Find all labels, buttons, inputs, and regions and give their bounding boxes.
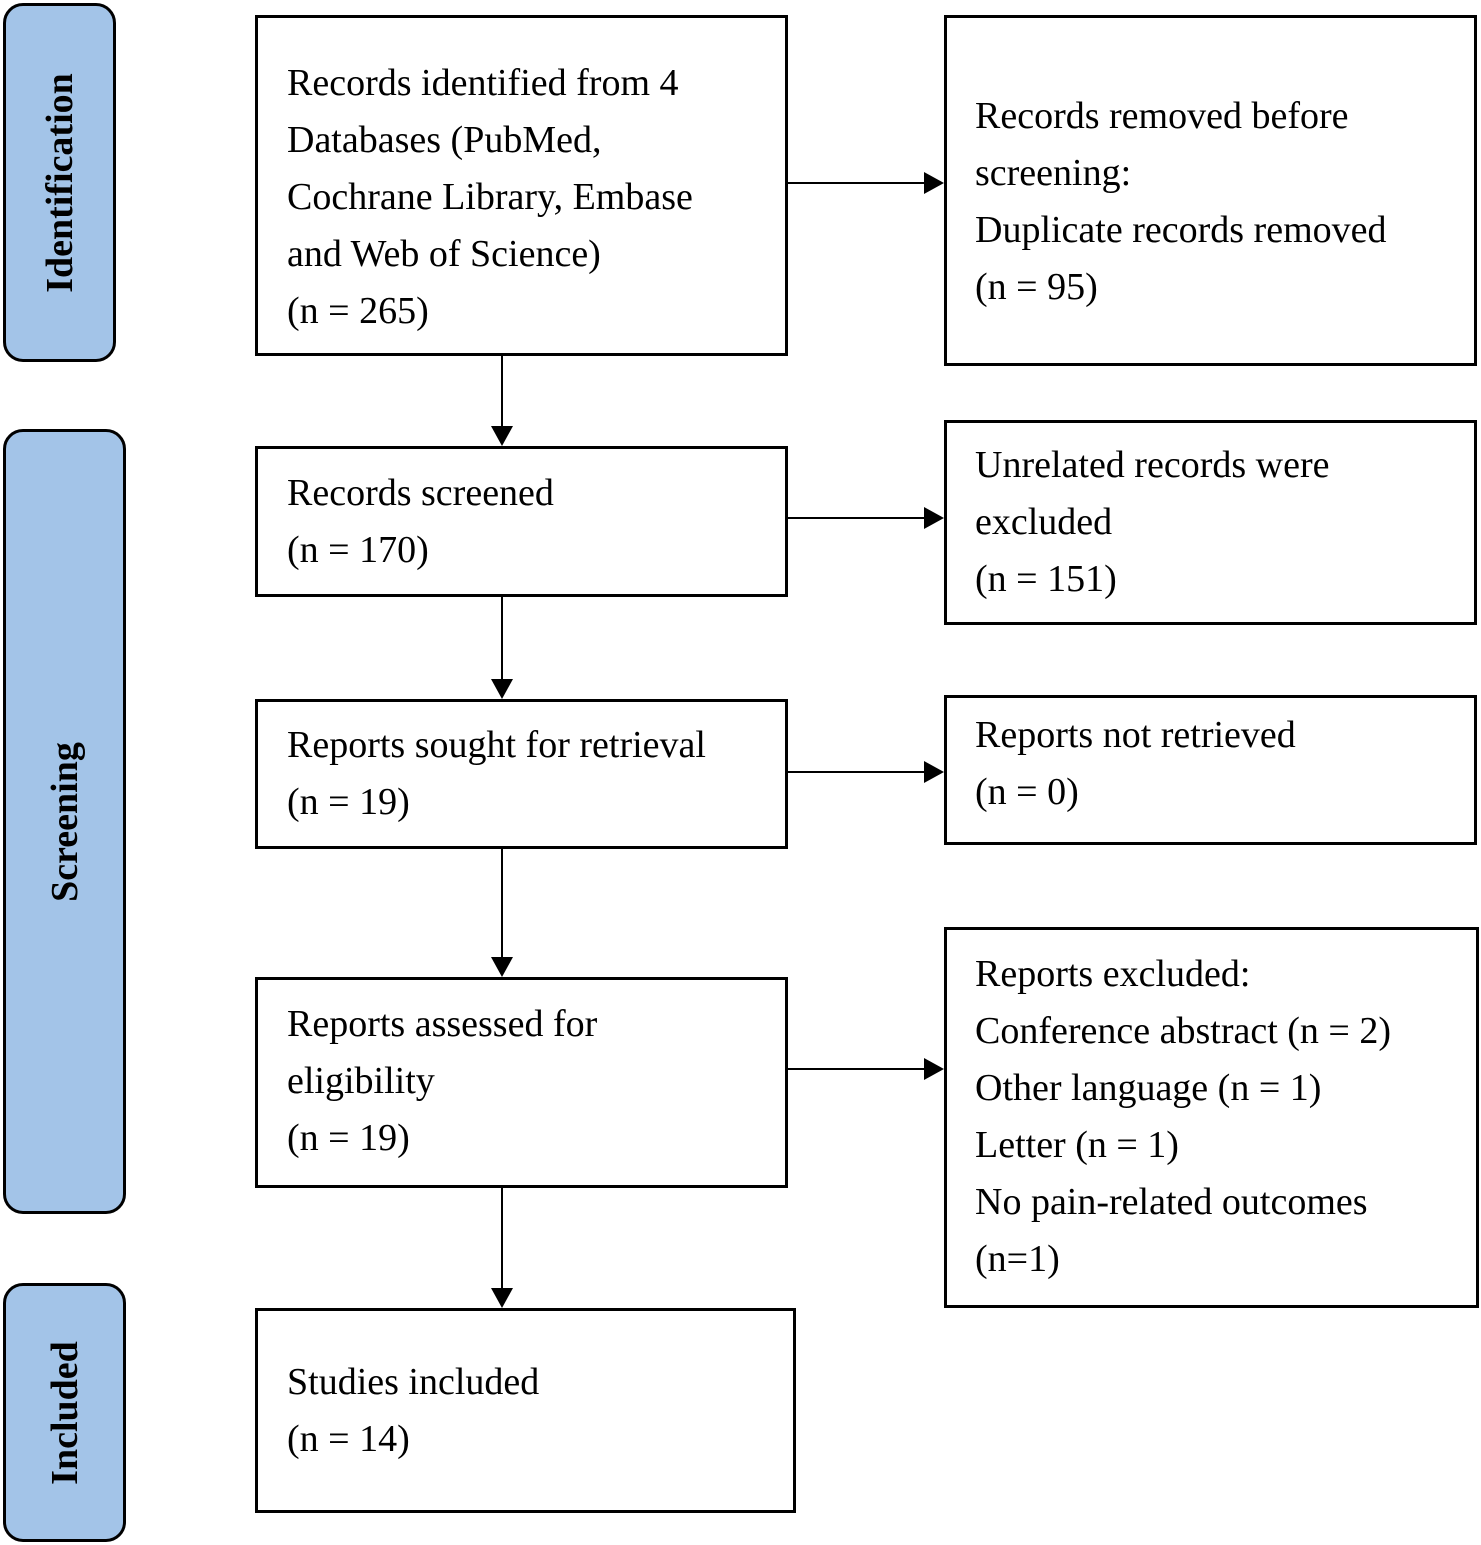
- studies-included-line-2: (n = 14): [287, 1418, 410, 1460]
- records-identified-line-2: Databases (PubMed,: [287, 119, 602, 161]
- records-identified-line-5: (n = 265): [287, 290, 429, 332]
- records-screened-box: Records screened (n = 170): [255, 446, 788, 597]
- reports-excluded-line-6: (n=1): [975, 1238, 1060, 1280]
- arrowhead-1: [491, 426, 513, 446]
- reports-assessed-line-2: eligibility: [287, 1060, 435, 1102]
- reports-excluded-line-4: Letter (n = 1): [975, 1124, 1179, 1166]
- reports-excluded-line-1: Reports excluded:: [975, 953, 1251, 995]
- records-identified-line-1: Records identified from 4: [287, 62, 679, 104]
- records-identified-line-3: Cochrane Library, Embase: [287, 176, 693, 218]
- reports-excluded-line-2: Conference abstract (n = 2): [975, 1010, 1392, 1052]
- arrowhead-6: [924, 507, 944, 529]
- records-screened-line-2: (n = 170): [287, 529, 429, 571]
- arrowhead-2: [491, 679, 513, 699]
- reports-assessed-box: Reports assessed for eligibility (n = 19…: [255, 977, 788, 1188]
- unrelated-excluded-box: Unrelated records were excluded (n = 151…: [944, 420, 1477, 625]
- arrowhead-3: [491, 957, 513, 977]
- reports-assessed-line-3: (n = 19): [287, 1117, 410, 1159]
- reports-sought-line-1: Reports sought for retrieval: [287, 724, 706, 766]
- reports-not-retrieved-line-2: (n = 0): [975, 771, 1079, 813]
- records-identified-box: Records identified from 4 Databases (Pub…: [255, 15, 788, 356]
- reports-assessed-line-1: Reports assessed for: [287, 1003, 598, 1045]
- reports-not-retrieved-line-1: Reports not retrieved: [975, 714, 1296, 756]
- unrelated-excluded-line-1: Unrelated records were: [975, 444, 1330, 486]
- records-removed-line-1: Records removed before: [975, 95, 1349, 137]
- reports-sought-box: Reports sought for retrieval (n = 19): [255, 699, 788, 849]
- records-screened-line-1: Records screened: [287, 472, 554, 514]
- arrowhead-4: [491, 1288, 513, 1308]
- unrelated-excluded-line-2: excluded: [975, 501, 1113, 543]
- reports-excluded-box: Reports excluded: Conference abstract (n…: [944, 927, 1479, 1308]
- reports-excluded-line-3: Other language (n = 1): [975, 1067, 1322, 1109]
- records-removed-line-2: screening:: [975, 152, 1132, 194]
- phase-identification: Identification: [3, 3, 116, 362]
- studies-included-box: Studies included (n = 14): [255, 1308, 796, 1513]
- reports-not-retrieved-box: Reports not retrieved (n = 0): [944, 695, 1477, 845]
- phase-screening: Screening: [3, 429, 126, 1214]
- records-identified-line-4: and Web of Science): [287, 233, 601, 275]
- unrelated-excluded-line-3: (n = 151): [975, 558, 1117, 600]
- studies-included-line-1: Studies included: [287, 1361, 540, 1403]
- reports-excluded-line-5: No pain-related outcomes: [975, 1181, 1368, 1223]
- records-removed-box: Records removed before screening: Duplic…: [944, 15, 1477, 366]
- records-removed-line-3: Duplicate records removed: [975, 209, 1387, 251]
- phase-included: Included: [3, 1283, 126, 1542]
- reports-sought-line-2: (n = 19): [287, 781, 410, 823]
- arrowhead-8: [924, 1058, 944, 1080]
- records-removed-line-4: (n = 95): [975, 266, 1098, 308]
- arrowhead-5: [924, 172, 944, 194]
- arrowhead-7: [924, 761, 944, 783]
